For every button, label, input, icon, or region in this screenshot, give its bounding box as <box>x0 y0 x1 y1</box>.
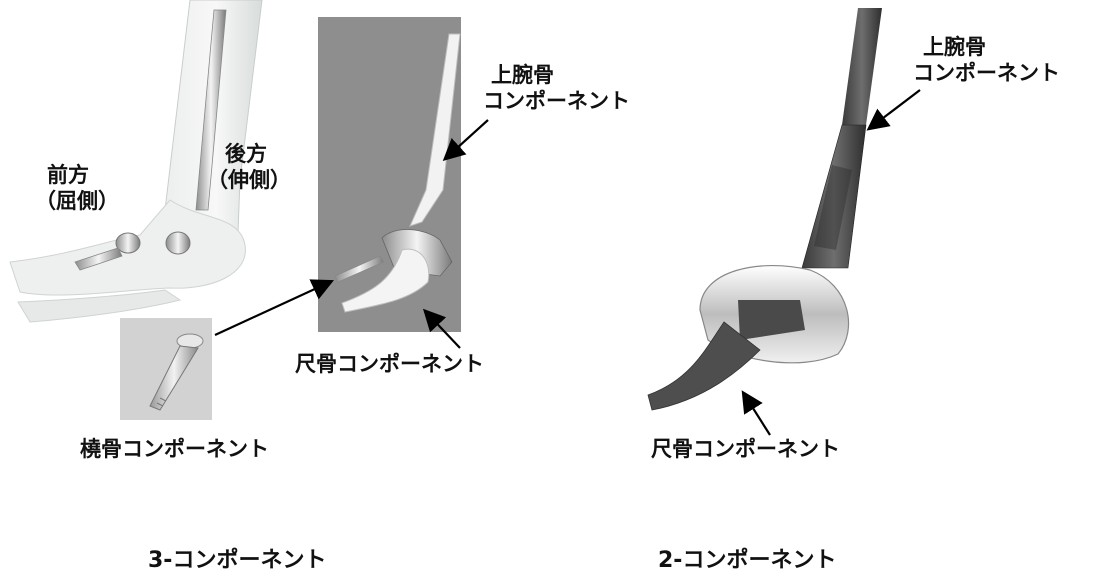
radial-component-image <box>149 333 204 411</box>
elbow-bone-model <box>9 0 263 323</box>
humeral-component-label-2c: 上腕骨 コンポーネント <box>913 35 1060 85</box>
radial-component-inset <box>120 318 212 420</box>
ulnar-component-label-2c: 尺骨コンポーネント <box>651 437 840 461</box>
leader-arrows <box>214 89 921 436</box>
humeral-component-label-3c: 上腕骨 コンポーネント <box>483 63 630 113</box>
ulnar-component-label-3c: 尺骨コンポーネント <box>295 352 484 376</box>
radial-component-label: 橈骨コンポーネント <box>80 437 269 461</box>
anterior-label: 前方 （屈側） <box>35 163 119 213</box>
two-component-implant <box>647 8 882 411</box>
caption-two-component: 2-コンポーネント <box>658 548 837 573</box>
three-component-implant <box>334 33 461 313</box>
caption-three-component: 3-コンポーネント <box>148 548 327 573</box>
posterior-label: 後方 （伸側） <box>207 142 291 192</box>
